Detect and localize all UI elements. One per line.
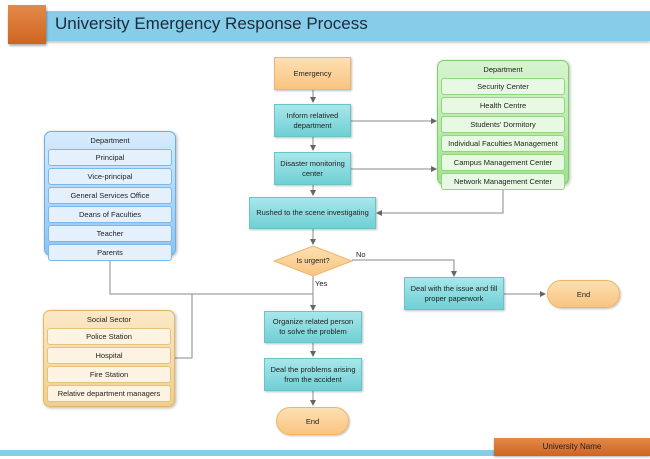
department-item[interactable]: General Services Office: [48, 187, 172, 204]
organize-person-node[interactable]: Organize related person to solve the pro…: [264, 311, 362, 343]
disaster-monitoring-node[interactable]: Disaster monitoring center: [274, 152, 351, 185]
department-item[interactable]: Principal: [48, 149, 172, 166]
is-urgent-decision[interactable]: [273, 245, 353, 277]
yes-label: Yes: [315, 279, 328, 288]
deal-problems-node[interactable]: Deal the problems arising from the accid…: [264, 358, 362, 391]
line-left-department-join: [109, 255, 313, 295]
emergency-node[interactable]: Emergency: [274, 57, 351, 90]
no-label: No: [356, 250, 366, 259]
inform-department-node[interactable]: Inform relatived department: [274, 104, 351, 137]
social-sector-group: Social Sector Police Station Hospital Fi…: [43, 310, 175, 407]
bottom-bar: [0, 450, 650, 456]
page-title: University Emergency Response Process: [55, 14, 368, 33]
group-title: Department: [90, 136, 130, 145]
right-department-group: Department Security Center Health Centre…: [437, 60, 569, 190]
title-accent-square: [8, 5, 46, 44]
decision-label: Is urgent?: [296, 256, 330, 265]
left-department-group: Department Principal Vice-principal Gene…: [44, 131, 176, 261]
department-item[interactable]: Campus Management Center: [441, 154, 565, 171]
department-item[interactable]: Network Management Center: [441, 173, 565, 190]
social-sector-item[interactable]: Hospital: [47, 347, 171, 364]
end-right-node[interactable]: End: [547, 280, 620, 308]
group-title: Social Sector: [86, 315, 132, 324]
rushed-to-scene-node[interactable]: Rushed to the scene investigating: [249, 197, 376, 229]
department-item[interactable]: Parents: [48, 244, 172, 261]
department-item[interactable]: Vice-principal: [48, 168, 172, 185]
department-item[interactable]: Health Centre: [441, 97, 565, 114]
department-item[interactable]: Security Center: [441, 78, 565, 95]
social-sector-item[interactable]: Relative department managers: [47, 385, 171, 402]
arrow-decision-no: [352, 259, 457, 277]
department-item[interactable]: Students' Dormitory: [441, 116, 565, 133]
social-sector-item[interactable]: Fire Station: [47, 366, 171, 383]
social-sector-item[interactable]: Police Station: [47, 328, 171, 345]
end-bottom-node[interactable]: End: [276, 407, 349, 435]
department-item[interactable]: Individual Faculties Management: [441, 135, 565, 152]
group-title: Department: [483, 65, 523, 74]
line-social-sector-join: [174, 294, 193, 359]
university-name-footer: University Name: [494, 438, 650, 456]
department-item[interactable]: Deans of Faculties: [48, 206, 172, 223]
title-bar: [8, 11, 650, 41]
department-item[interactable]: Teacher: [48, 225, 172, 242]
deal-issue-node[interactable]: Deal with the issue and fill proper pape…: [404, 277, 504, 310]
arrow-department-to-rushed: [376, 185, 504, 216]
